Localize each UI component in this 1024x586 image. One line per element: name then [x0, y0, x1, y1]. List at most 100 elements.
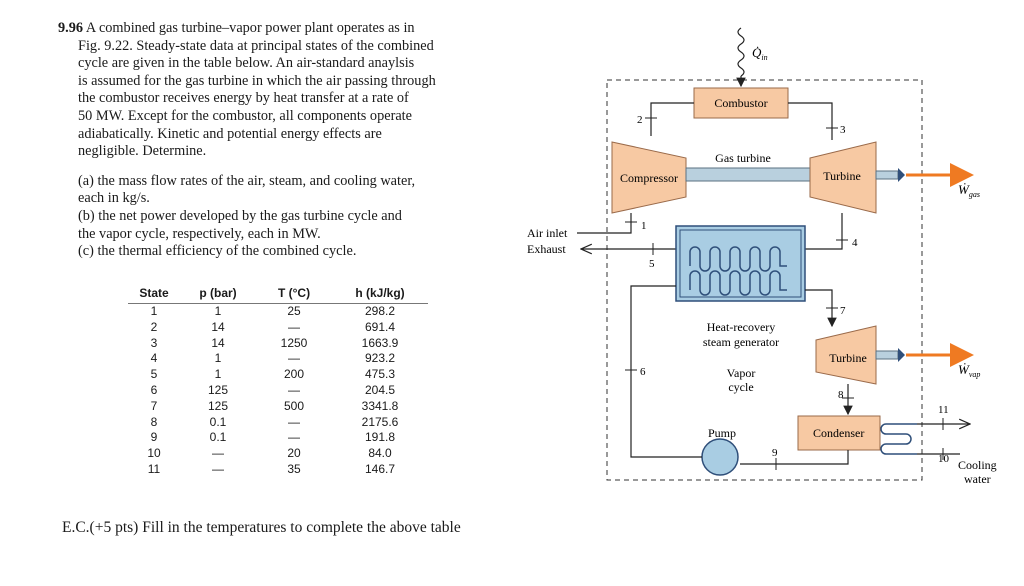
cell-temperature: 200 [283, 367, 305, 382]
cell-pressure: 14 [211, 319, 225, 334]
cell-enthalpy: 84.0 [368, 446, 392, 461]
part-b-line: the vapor cycle, respectively, each in M… [78, 225, 321, 242]
extra-credit-note: E.C.(+5 pts) Fill in the temperatures to… [62, 519, 461, 536]
cell-state: 1 [150, 304, 158, 318]
part-a-line: each in kg/s. [78, 190, 150, 207]
table-row: 9 0.1 — 191.8 [128, 430, 428, 446]
problem-line: A combined gas turbine–vapor power plant… [85, 20, 415, 36]
q-in-label: Q̇in [752, 45, 768, 62]
cell-enthalpy: 204.5 [364, 382, 396, 397]
state-1-label: 1 [641, 220, 647, 232]
cell-state: 10 [147, 446, 161, 461]
cell-pressure: 1 [214, 351, 222, 366]
hrsg-label-line2: steam generator [703, 335, 779, 349]
cell-temperature: 1250 [280, 335, 308, 350]
cell-temperature: — [288, 319, 300, 334]
vapor-output-shaft [875, 350, 899, 360]
table-row: 5 1 200 475.3 [128, 367, 428, 383]
combined-cycle-diagram: Q̇in Combustor 2 3 Compressor Gas turbin… [527, 27, 997, 486]
part-a-line: (a) the mass flow rates of the air, stea… [78, 172, 416, 189]
air-inlet-label: Air inlet [527, 226, 568, 240]
cell-enthalpy: 1663.9 [361, 335, 399, 350]
cell-state: 6 [150, 382, 158, 397]
combustor-label: Combustor [714, 96, 767, 110]
cell-temperature: — [288, 430, 300, 445]
gas-turbine-shaft [685, 167, 811, 182]
state-6-label: 6 [640, 366, 646, 378]
cell-pressure: 125 [207, 398, 229, 413]
problem-parts: (a) the mass flow rates of the air, stea… [58, 173, 488, 261]
col-header-pressure: p (bar) [199, 286, 237, 300]
problem-line: negligible. Determine. [78, 143, 207, 160]
part-b-line: (b) the net power developed by the gas t… [78, 207, 402, 224]
cell-state: 9 [150, 430, 158, 445]
vapor-cycle-label-line1: Vapor [727, 366, 756, 380]
table-header-row: State p (bar) T (°C) h (kJ/kg) [128, 283, 428, 304]
cell-enthalpy: 298.2 [364, 304, 396, 318]
cell-enthalpy: 146.7 [364, 461, 396, 476]
vapor-turbine-label: Turbine [829, 351, 867, 365]
cell-temperature: 20 [287, 446, 301, 461]
cell-temperature: 500 [283, 398, 305, 413]
problem-line: 50 MW. Except for the combustor, all com… [78, 107, 412, 124]
hrsg-coil-lower [689, 270, 787, 296]
cell-state: 5 [150, 367, 158, 382]
state-4-label: 4 [852, 237, 858, 249]
gas-shaft-coupling [898, 168, 905, 182]
control-volume-boundary [606, 79, 923, 481]
cell-pressure: 14 [211, 335, 225, 350]
air-inlet-line [577, 213, 632, 234]
w-gas-label: Ẇgas [958, 182, 980, 199]
cell-enthalpy: 191.8 [364, 430, 396, 445]
compressor-shape [611, 141, 687, 214]
state-9-label: 9 [772, 447, 778, 459]
turbine-to-hrsg-line [805, 213, 843, 250]
problem-line: the combustor receives energy by heat tr… [78, 90, 409, 107]
cell-state: 8 [150, 414, 158, 429]
state-10-label: 10 [938, 453, 950, 465]
problem-number: 9.96 [58, 20, 84, 36]
gas-turbine-shape [809, 141, 877, 214]
cell-enthalpy: 923.2 [364, 351, 396, 366]
line-compressor-to-combustor [650, 102, 694, 136]
pump-label: Pump [708, 426, 736, 440]
gas-turbine-label: Gas turbine [715, 151, 771, 165]
cell-enthalpy: 691.4 [364, 319, 396, 334]
condenser-coil [880, 423, 917, 455]
cell-pressure: 0.1 [209, 414, 227, 429]
state-5-label: 5 [649, 258, 655, 270]
cell-state: 11 [147, 461, 161, 476]
cell-temperature: — [288, 414, 300, 429]
col-header-temperature: T (°C) [277, 286, 311, 300]
state-3-label: 3 [840, 124, 846, 136]
problem-line: cycle are given in the table below. An a… [78, 55, 415, 72]
table-row: 4 1 — 923.2 [128, 351, 428, 367]
cell-state: 4 [150, 351, 158, 366]
state-2-label: 2 [637, 114, 643, 126]
part-c-line: (c) the thermal efficiency of the combin… [78, 243, 357, 260]
col-header-enthalpy: h (kJ/kg) [355, 286, 405, 300]
heat-input-squiggle [737, 27, 745, 77]
hrsg-inner-frame [679, 229, 802, 298]
line-combustor-to-turbine [788, 102, 833, 140]
cell-pressure: 125 [207, 382, 229, 397]
cell-enthalpy: 475.3 [364, 367, 396, 382]
cell-temperature: 25 [287, 304, 301, 318]
cell-pressure: 0.1 [209, 430, 227, 445]
cooling-water-label-line1: Cooling [958, 458, 997, 472]
condenser-box [797, 415, 881, 451]
state-7-label: 7 [840, 305, 846, 317]
vapor-turbine-shape [815, 325, 877, 385]
cell-pressure: 1 [214, 367, 222, 382]
condenser-label: Condenser [813, 426, 864, 440]
problem-line: Fig. 9.22. Steady-state data at principa… [78, 37, 434, 54]
w-vap-label: Ẇvap [958, 362, 980, 379]
cell-temperature: — [288, 351, 300, 366]
